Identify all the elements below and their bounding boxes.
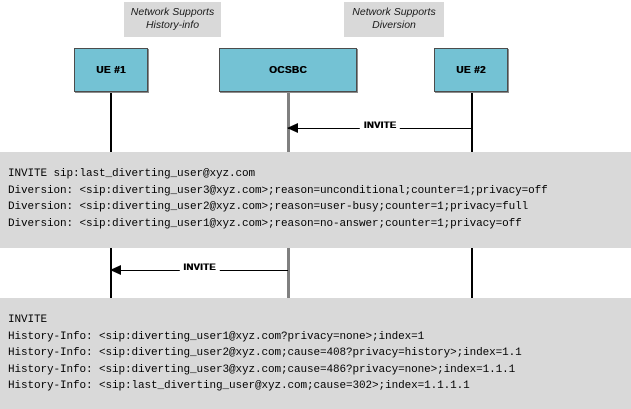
node-ue1-label: UE #1 (96, 64, 126, 76)
sip-message-block-diversion: INVITE sip:last_diverting_user@xyz.com D… (0, 152, 631, 248)
sip-line: History-Info: <sip:diverting_user2@xyz.c… (8, 347, 522, 359)
arrowhead-left-icon (110, 265, 121, 275)
message-label-invite-2: INVITE (179, 262, 220, 273)
lifeline-ocsbc (287, 92, 290, 409)
node-ue1[interactable]: UE #1 (74, 48, 148, 92)
annotation-network-supports-history-info: Network Supports History-info (124, 2, 221, 37)
sip-line: Diversion: <sip:diverting_user2@xyz.com>… (8, 201, 529, 213)
lifeline-ue1 (110, 92, 112, 409)
node-ocsbc[interactable]: OCSBC (219, 48, 357, 92)
sip-line: Diversion: <sip:diverting_user1@xyz.com>… (8, 217, 522, 230)
message-label-invite-1: INVITE (359, 120, 401, 131)
sip-line: History-Info: <sip:diverting_user3@xyz.c… (8, 363, 516, 376)
lifeline-ue2 (471, 92, 473, 409)
message-arrow-invite-ocsbc-to-ue1: INVITE (110, 262, 288, 278)
sip-line: History-Info: <sip:diverting_user1@xyz.c… (8, 330, 425, 343)
arrowhead-left-icon (287, 123, 298, 133)
node-ue2[interactable]: UE #2 (434, 48, 508, 92)
node-ocsbc-label: OCSBC (268, 64, 308, 76)
message-arrow-invite-ue2-to-ocsbc: INVITE (287, 120, 472, 136)
sip-line: INVITE sip:last_diverting_user@xyz.com (8, 168, 256, 180)
annotation-network-supports-diversion: Network Supports Diversion (344, 2, 444, 37)
sip-message-block-history-info: INVITE History-Info: <sip:diverting_user… (0, 298, 631, 409)
sip-line: History-Info: <sip:last_diverting_user@x… (8, 380, 470, 392)
sip-line: Diversion: <sip:diverting_user3@xyz.com>… (8, 184, 548, 197)
node-ue2-label: UE #2 (456, 64, 486, 76)
sip-line: INVITE (8, 314, 48, 326)
